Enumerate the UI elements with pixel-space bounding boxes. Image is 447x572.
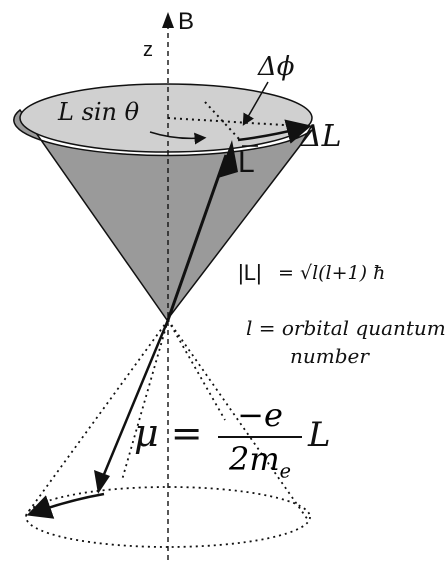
lower-cone-inner-right — [167, 319, 226, 421]
z-axis-arrowhead — [162, 12, 174, 28]
mu-vector-line — [98, 319, 170, 485]
l-sin-theta-pointer — [149, 131, 207, 145]
orbital-quantum-line1: l = orbital quantum — [246, 316, 446, 340]
mu-denominator-main: 2m — [228, 440, 280, 478]
mu-denominator: 2me — [218, 438, 302, 482]
radius-dotted-line — [167, 117, 301, 127]
mu-rhs: L — [308, 415, 331, 455]
lower-cone-left-edge — [25, 319, 169, 516]
delta-phi-label: Δϕ — [258, 52, 295, 82]
precession-dotted-line — [204, 101, 241, 141]
l-vector-label: L — [238, 146, 255, 179]
upper-cone-top — [19, 83, 313, 153]
delta-l-label: ΔL — [300, 119, 342, 154]
orbital-quantum-line2: number — [290, 344, 369, 368]
axis-z-label: z — [143, 39, 153, 61]
mu-numerator: −e — [218, 396, 302, 438]
mu-fraction: −e 2me — [218, 396, 302, 482]
l-vector-line — [166, 154, 228, 321]
lower-precession-arrow — [26, 492, 105, 519]
axis-b-label: B — [178, 8, 195, 35]
magnitude-lhs: |L| — [238, 260, 262, 285]
lower-cone-base — [25, 486, 311, 548]
l-sin-theta-label: L sin θ — [58, 98, 140, 126]
mu-lhs: μ = — [134, 411, 203, 455]
l-vector-arrowhead — [218, 140, 238, 178]
mu-denominator-sub: e — [279, 459, 292, 483]
delta-l-arrow — [237, 119, 312, 144]
magnitude-rhs: = √l(l+1) ħ — [278, 262, 386, 284]
delta-phi-pointer — [242, 81, 269, 126]
lower-cone-inner-left — [121, 319, 169, 481]
mu-vector-arrowhead — [94, 470, 110, 494]
